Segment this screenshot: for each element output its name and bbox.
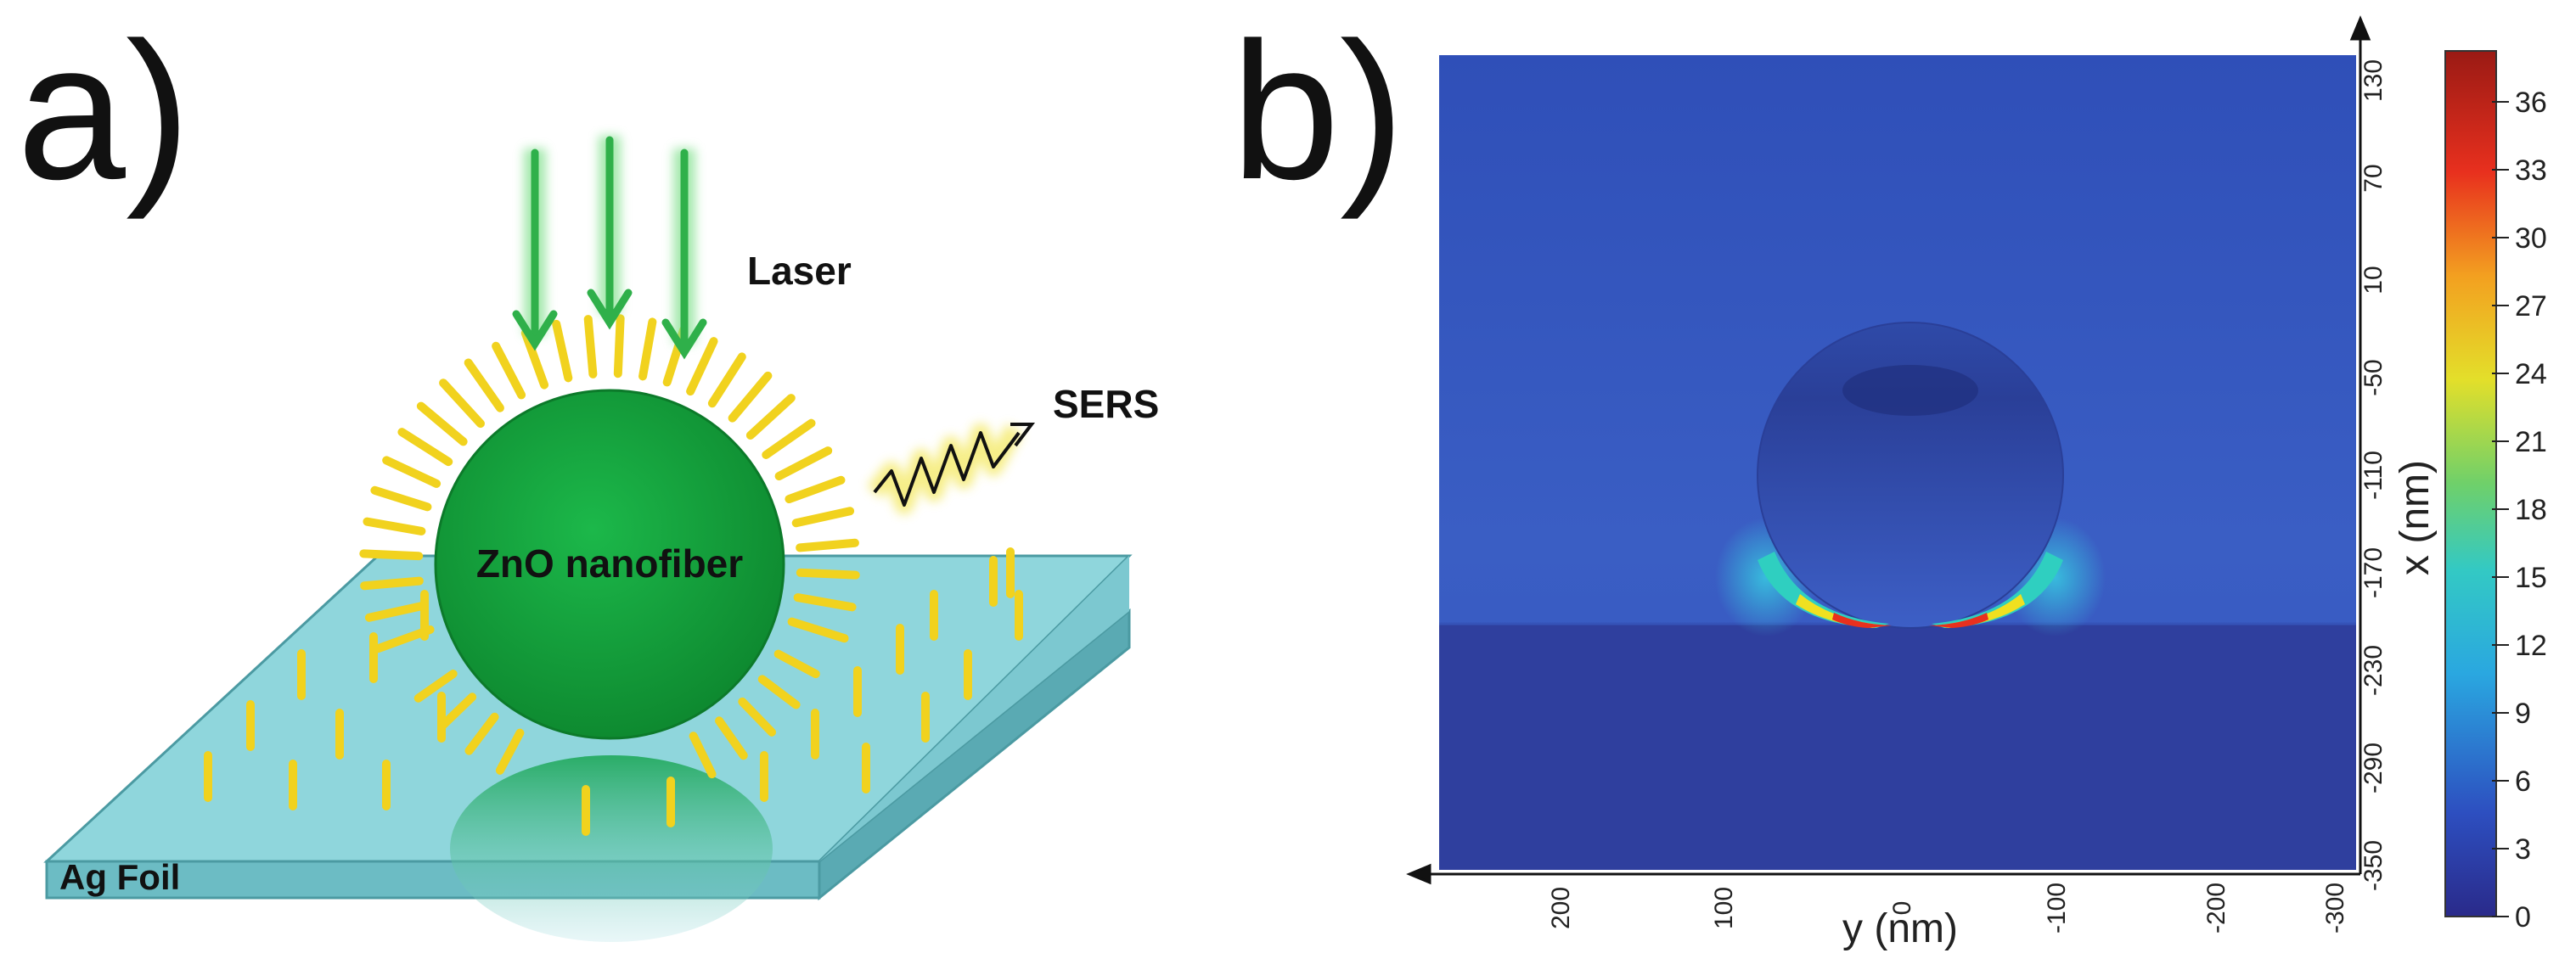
- radial-nanorod: [583, 315, 598, 378]
- radial-nanorod: [374, 625, 435, 653]
- colorbar-tick-label: 6: [2515, 765, 2531, 798]
- colorbar-tick-label: 0: [2515, 901, 2531, 934]
- radial-nanorod: [613, 314, 625, 378]
- laser-label: Laser: [747, 249, 852, 293]
- panel-a: a): [17, 2, 1159, 942]
- y-tick-label: -230: [2359, 645, 2388, 696]
- foil-nanorods: [204, 547, 1023, 836]
- radial-nanorod: [757, 675, 801, 709]
- x-tick-label: -200: [2202, 883, 2230, 934]
- x-axis-label: y (nm): [1842, 906, 1958, 951]
- radial-nanorod: [382, 456, 442, 488]
- nanofiber-cross-section: [1757, 322, 2064, 629]
- radial-nanorod: [464, 712, 499, 755]
- colorbar-tick-label: 9: [2515, 698, 2531, 730]
- y-tick-label: -170: [2359, 547, 2388, 598]
- radial-nanorod: [397, 428, 453, 467]
- radial-nanorod: [416, 401, 468, 446]
- y-tick-label: 130: [2359, 59, 2388, 102]
- radial-nanorod: [552, 319, 573, 383]
- radial-nanorod: [439, 378, 485, 429]
- radial-nanorod: [773, 649, 820, 679]
- colorbar-tick-label: 33: [2515, 154, 2547, 187]
- radial-nanorod: [787, 617, 849, 643]
- x-tick-label: -100: [2043, 883, 2071, 934]
- radial-nanorod: [785, 475, 846, 504]
- radial-nanorod: [638, 317, 657, 381]
- colorbar-tick-label: 21: [2515, 426, 2547, 458]
- y-tick-label: 70: [2359, 164, 2388, 192]
- zno-nanofiber: [434, 389, 785, 740]
- y-axis-ticks: 130 70 10 -50 -110 -170 -230 -290 -350: [2359, 59, 2388, 891]
- radial-nanorod: [796, 568, 860, 580]
- panel-b-label: b): [1231, 2, 1405, 220]
- radial-nanorod: [359, 549, 424, 561]
- x-tick-label: 100: [1710, 887, 1738, 929]
- radial-nanorod: [728, 371, 773, 423]
- colorbar-tick-label: 24: [2515, 358, 2547, 390]
- radial-nanorod: [745, 394, 796, 440]
- radial-nanorod: [360, 576, 424, 591]
- colorbar-tick-label: 36: [2515, 87, 2547, 119]
- sers-label: SERS: [1053, 382, 1159, 426]
- colorbar-tick-label: 30: [2515, 222, 2547, 255]
- radial-nanorod: [791, 507, 855, 528]
- radial-nanorod: [364, 601, 428, 622]
- radial-nanorod: [363, 517, 426, 535]
- y-axis-label: x (nm): [2393, 460, 2438, 575]
- y-tick-label: -290: [2359, 743, 2388, 793]
- colorbar-tick-label: 18: [2515, 494, 2547, 526]
- colorbar-tick-label: 15: [2515, 562, 2547, 594]
- radial-nanorod: [762, 418, 816, 459]
- radial-nanorod: [715, 716, 748, 760]
- y-tick-label: -350: [2359, 840, 2388, 891]
- radial-nanorod: [464, 358, 504, 412]
- x-tick-label: -300: [2321, 883, 2349, 934]
- x-tick-label: 200: [1547, 887, 1575, 929]
- sers-wave: [867, 423, 1036, 514]
- radial-nanorod: [370, 485, 432, 512]
- radial-nanorod: [738, 697, 777, 737]
- radial-nanorod: [437, 692, 477, 732]
- y-tick-label: -110: [2359, 451, 2388, 500]
- colorbar-tick-label: 12: [2515, 630, 2547, 662]
- ag-foil-label: Ag Foil: [59, 857, 180, 897]
- y-tick-label: -50: [2359, 359, 2388, 395]
- x-tick-label: 0: [1888, 901, 1916, 916]
- laser-arrows: [512, 136, 707, 360]
- fiber-reflection: [450, 755, 773, 942]
- radial-nanorod: [707, 352, 746, 408]
- radial-nanorod: [495, 728, 525, 775]
- colorbar-tick-label: 3: [2515, 833, 2531, 866]
- plot-axes: [1406, 15, 2371, 885]
- fiber-label: ZnO nanofiber: [476, 541, 743, 586]
- panel-a-label: a): [17, 2, 191, 220]
- y-tick-label: 10: [2359, 266, 2388, 294]
- field-map: [1439, 55, 2356, 870]
- radial-nanorod: [689, 732, 717, 779]
- radial-nanorod: [796, 538, 859, 552]
- colorbar-tick-label: 27: [2515, 290, 2547, 322]
- x-axis-ticks: 200 100 0 -100 -200 -300: [1547, 883, 2349, 934]
- radial-nanorod: [774, 446, 833, 481]
- radial-nanorod: [413, 670, 458, 703]
- radial-nanorod: [520, 328, 549, 390]
- fiber-nanorods: [359, 314, 860, 779]
- radial-nanorod: [492, 341, 526, 400]
- radial-nanorod: [793, 593, 857, 612]
- radial-nanorod: [686, 337, 718, 396]
